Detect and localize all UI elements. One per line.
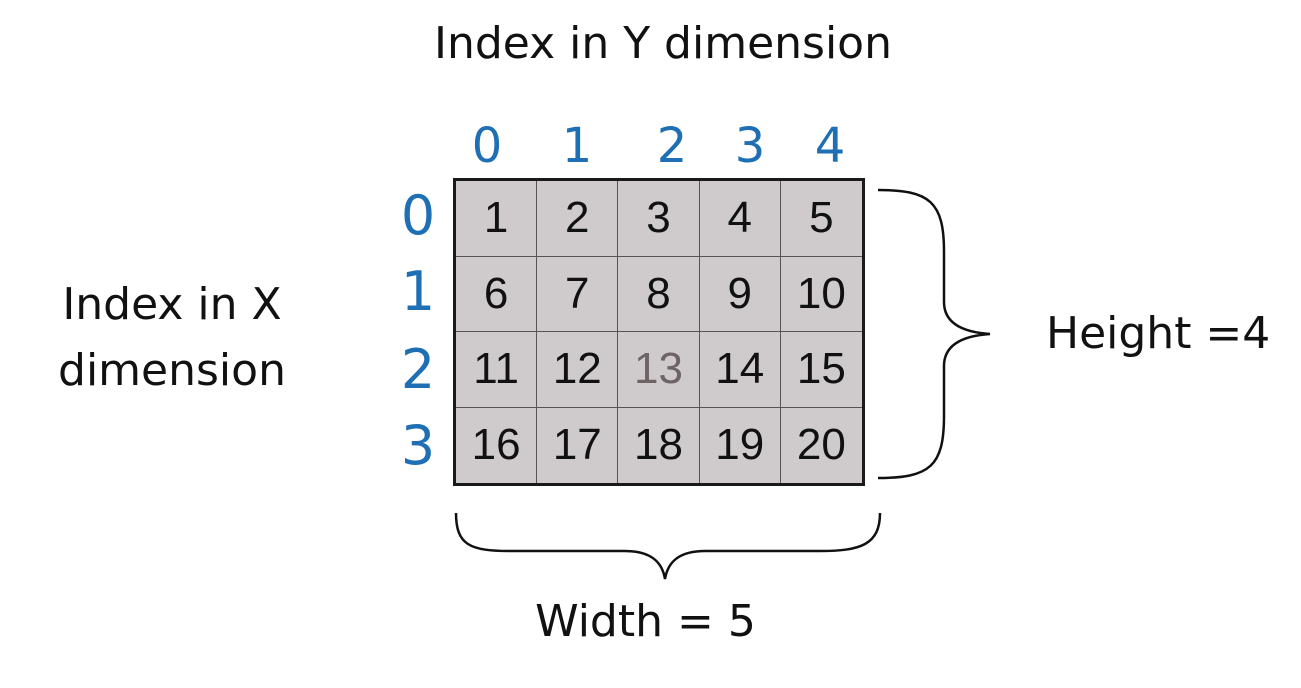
grid-cell: 17 bbox=[537, 407, 619, 483]
grid-cell: 19 bbox=[700, 407, 781, 483]
column-index-0: 0 bbox=[471, 118, 503, 174]
grid-cell: 8 bbox=[618, 256, 700, 332]
grid-cell: 11 bbox=[456, 332, 538, 408]
grid-cell: 9 bbox=[699, 256, 781, 332]
y-dimension-title: Index in Y dimension bbox=[433, 18, 892, 69]
grid-cell: 7 bbox=[537, 256, 619, 332]
grid-cell: 12 bbox=[537, 332, 619, 408]
grid-cell: 2 bbox=[537, 181, 619, 257]
grid-cell: 4 bbox=[699, 181, 781, 257]
grid-cell: 15 bbox=[780, 332, 862, 408]
row-index-0: 0 bbox=[400, 184, 436, 247]
column-index-2: 2 bbox=[656, 118, 688, 174]
grid-cell: 3 bbox=[618, 181, 700, 257]
height-brace-path bbox=[877, 188, 991, 480]
grid-cell: 13 bbox=[618, 332, 700, 408]
grid-cell: 20 bbox=[796, 420, 846, 470]
row-index-2: 2 bbox=[400, 338, 436, 401]
grid-cell: 14 bbox=[699, 332, 781, 408]
grid-cell: 6 bbox=[456, 256, 538, 332]
grid-cell: 18 bbox=[618, 407, 700, 483]
width-label: Width = 5 bbox=[535, 596, 756, 647]
grid-cell: 5 bbox=[780, 181, 862, 257]
grid-cell: 10 bbox=[780, 257, 862, 332]
width-brace bbox=[454, 512, 882, 580]
height-brace bbox=[877, 188, 991, 480]
column-index-4: 4 bbox=[814, 118, 846, 174]
width-brace-path bbox=[454, 512, 882, 580]
grid-cell: 1 bbox=[456, 181, 538, 257]
height-label: Height =4 bbox=[1046, 308, 1271, 359]
row-index-1: 1 bbox=[400, 260, 436, 323]
column-index-3: 3 bbox=[734, 118, 766, 174]
x-dimension-title: Index in X dimension bbox=[58, 279, 286, 396]
row-index-3: 3 bbox=[400, 414, 436, 477]
column-index-1: 1 bbox=[561, 118, 593, 174]
grid-cell: 16 bbox=[456, 407, 538, 483]
